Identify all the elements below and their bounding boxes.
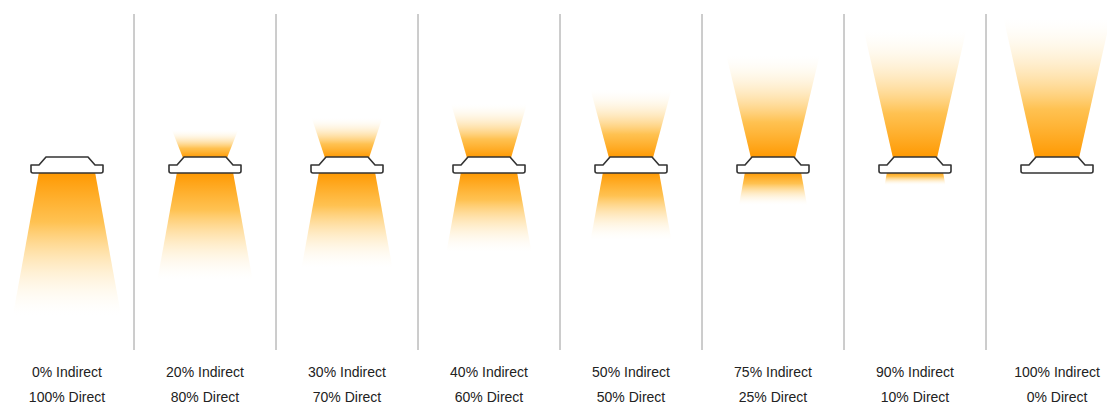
indirect-percent: 100% Indirect	[1014, 364, 1100, 380]
luminaire	[31, 157, 103, 173]
direct-percent: 25% Direct	[739, 389, 807, 405]
luminaire	[169, 157, 241, 173]
indirect-beam	[726, 55, 819, 158]
indirect-percent: 0% Indirect	[32, 364, 102, 380]
indirect-beam	[1004, 18, 1107, 158]
panel-divider	[560, 14, 561, 350]
luminaire	[311, 157, 383, 173]
luminaire	[879, 157, 951, 173]
indirect-beam	[864, 30, 967, 158]
panel-divider	[134, 14, 135, 350]
indirect-beam	[591, 90, 672, 158]
indirect-percent: 75% Indirect	[734, 364, 812, 380]
indirect-percent: 50% Indirect	[592, 364, 670, 380]
direct-percent: 0% Direct	[1027, 389, 1088, 405]
indirect-beam	[451, 104, 527, 158]
direct-beam	[13, 172, 121, 315]
indirect-percent: 20% Indirect	[166, 364, 244, 380]
panel-divider	[276, 14, 277, 350]
luminaire	[737, 157, 809, 173]
panel-divider	[418, 14, 419, 350]
indirect-beam	[312, 118, 383, 158]
luminaire	[1021, 157, 1093, 173]
luminaire	[453, 157, 525, 173]
indirect-percent: 90% Indirect	[876, 364, 954, 380]
direct-percent: 70% Direct	[313, 389, 381, 405]
panel-divider	[844, 14, 845, 350]
direct-percent: 80% Direct	[171, 389, 239, 405]
direct-beam	[446, 172, 531, 252]
luminaire	[595, 157, 667, 173]
direct-beam	[591, 172, 672, 240]
panel-divider	[986, 14, 987, 350]
panel-divider	[702, 14, 703, 350]
direct-percent: 60% Direct	[455, 389, 523, 405]
direct-beam	[157, 172, 252, 280]
indirect-percent: 40% Indirect	[450, 364, 528, 380]
indirect-beam	[172, 130, 238, 158]
direct-beam	[885, 172, 946, 185]
direct-percent: 100% Direct	[29, 389, 105, 405]
direct-beam	[302, 172, 393, 268]
indirect-percent: 30% Indirect	[308, 364, 386, 380]
direct-percent: 10% Direct	[881, 389, 949, 405]
direct-beam	[739, 172, 807, 205]
direct-percent: 50% Direct	[597, 389, 665, 405]
